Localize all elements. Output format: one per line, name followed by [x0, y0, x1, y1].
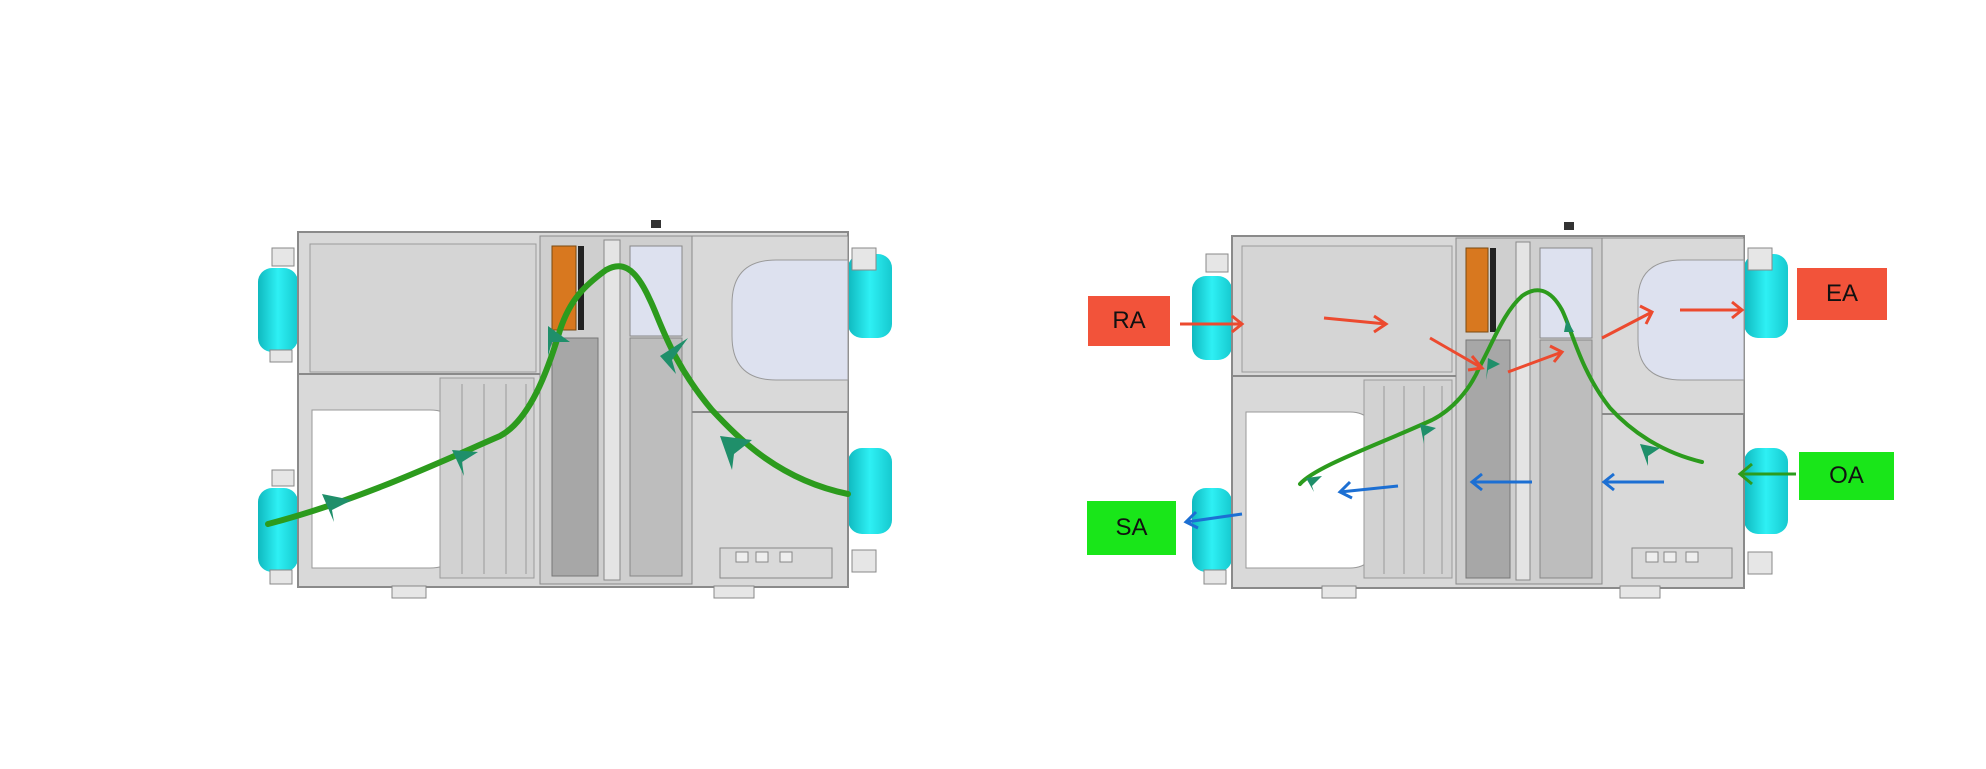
left-unit-flow-arrowheads [322, 326, 752, 522]
oa-label: OA [1829, 462, 1864, 489]
sa-label-box [1087, 501, 1176, 555]
ea-label: EA [1825, 280, 1858, 307]
left-unit [258, 220, 892, 599]
right-unit-duct-bottom-left [1192, 488, 1232, 585]
left-unit-window-top-right [731, 259, 849, 381]
left-unit-duct-bottom-left [258, 469, 298, 585]
supply-airflow-arrows [1183, 472, 1664, 530]
exhaust-airflow-arrows [1180, 300, 1745, 374]
right-unit-damper [1363, 379, 1453, 579]
right-unit-bypass-airflow [1298, 288, 1704, 486]
right-unit-filter [1465, 247, 1489, 333]
left-unit-duct-bottom-right [848, 448, 892, 573]
sa-label: SA [1115, 514, 1148, 541]
ra-label-box [1088, 296, 1170, 346]
right-unit-window-top-right [1637, 259, 1745, 381]
left-unit-duct-top-right [848, 247, 892, 338]
right-unit-duct-top-left [1192, 253, 1232, 360]
left-unit-panel-top-left [309, 243, 537, 373]
outdoor-air-arrow [1737, 462, 1796, 486]
right-unit-duct-top-right [1744, 247, 1788, 338]
right-unit-flow-arrowheads [1306, 318, 1660, 492]
right-unit-duct-bottom-right [1744, 448, 1788, 575]
left-unit-damper [439, 377, 535, 579]
left-unit-open-port [311, 409, 461, 569]
right-unit [1087, 222, 1894, 599]
left-unit-core-dark [551, 337, 599, 577]
ea-label-box [1797, 268, 1887, 320]
oa-label-box [1799, 452, 1894, 500]
left-unit-duct-top-left [258, 247, 298, 363]
ra-label: RA [1112, 307, 1146, 334]
